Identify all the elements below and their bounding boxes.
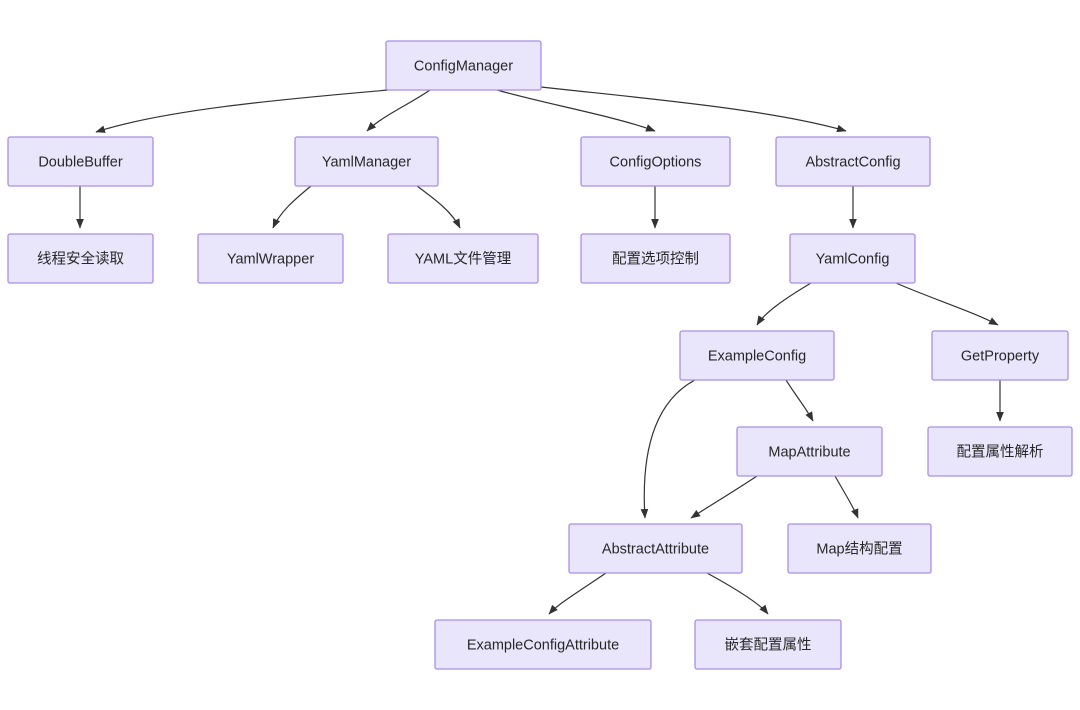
edge-YamlConfig-to-GetProperty <box>895 282 999 326</box>
node-box-AbstractAttribute <box>568 523 743 574</box>
node-box-YamlManager <box>294 136 439 187</box>
node-ConfigManager[interactable]: ConfigManager <box>385 40 542 91</box>
node-box-YamlFileManage <box>387 233 539 284</box>
node-ConfigPropertyParse[interactable]: 配置属性解析 <box>927 426 1073 477</box>
node-box-MapAttribute <box>736 426 883 477</box>
node-YamlWrapper[interactable]: YamlWrapper <box>197 233 344 284</box>
edge-layer <box>76 86 1004 615</box>
node-box-YamlConfig <box>789 233 916 284</box>
edge-AbstractAttribute-to-NestedConfigAttribute <box>706 572 769 615</box>
node-ConfigOptions[interactable]: ConfigOptions <box>580 136 731 187</box>
node-box-YamlWrapper <box>197 233 344 284</box>
edge-ConfigManager-to-AbstractConfig <box>540 86 847 133</box>
node-YamlFileManage[interactable]: YAML文件管理 <box>387 233 539 284</box>
node-ThreadSafeRead[interactable]: 线程安全读取 <box>7 233 154 284</box>
node-MapAttribute[interactable]: MapAttribute <box>736 426 883 477</box>
node-ConfigOptionControl[interactable]: 配置选项控制 <box>580 233 731 284</box>
node-GetProperty[interactable]: GetProperty <box>931 330 1069 381</box>
edge-ConfigManager-to-DoubleBuffer <box>95 89 389 133</box>
node-AbstractConfig[interactable]: AbstractConfig <box>775 136 931 187</box>
node-box-ExampleConfigAttribute <box>434 619 652 670</box>
node-YamlConfig[interactable]: YamlConfig <box>789 233 916 284</box>
node-MapStructConfig[interactable]: Map结构配置 <box>787 523 932 574</box>
node-box-ExampleConfig <box>679 330 835 381</box>
edge-ConfigManager-to-ConfigOptions <box>496 89 656 132</box>
node-NestedConfigAttribute[interactable]: 嵌套配置属性 <box>694 619 842 670</box>
node-YamlManager[interactable]: YamlManager <box>294 136 439 187</box>
node-box-ThreadSafeRead <box>7 233 154 284</box>
node-box-ConfigPropertyParse <box>927 426 1073 477</box>
node-box-NestedConfigAttribute <box>694 619 842 670</box>
node-box-MapStructConfig <box>787 523 932 574</box>
edge-YamlManager-to-YamlWrapper <box>272 185 312 229</box>
node-DoubleBuffer[interactable]: DoubleBuffer <box>7 136 154 187</box>
node-box-ConfigOptions <box>580 136 731 187</box>
edge-MapAttribute-to-MapStructConfig <box>834 475 859 519</box>
node-box-GetProperty <box>931 330 1069 381</box>
node-ExampleConfig[interactable]: ExampleConfig <box>679 330 835 381</box>
edge-ExampleConfig-to-AbstractAttribute <box>640 379 696 519</box>
node-box-DoubleBuffer <box>7 136 154 187</box>
edge-ConfigManager-to-YamlManager <box>366 89 431 132</box>
node-box-ConfigOptionControl <box>580 233 731 284</box>
node-ExampleConfigAttribute[interactable]: ExampleConfigAttribute <box>434 619 652 670</box>
node-box-ConfigManager <box>385 40 542 91</box>
edge-YamlManager-to-YamlFileManage <box>416 185 461 229</box>
edge-MapAttribute-to-AbstractAttribute <box>690 475 758 519</box>
edge-ExampleConfig-to-MapAttribute <box>785 379 814 422</box>
edge-YamlConfig-to-ExampleConfig <box>756 282 812 326</box>
node-box-AbstractConfig <box>775 136 931 187</box>
edge-AbstractAttribute-to-ExampleConfigAttribute <box>548 572 607 615</box>
node-AbstractAttribute[interactable]: AbstractAttribute <box>568 523 743 574</box>
